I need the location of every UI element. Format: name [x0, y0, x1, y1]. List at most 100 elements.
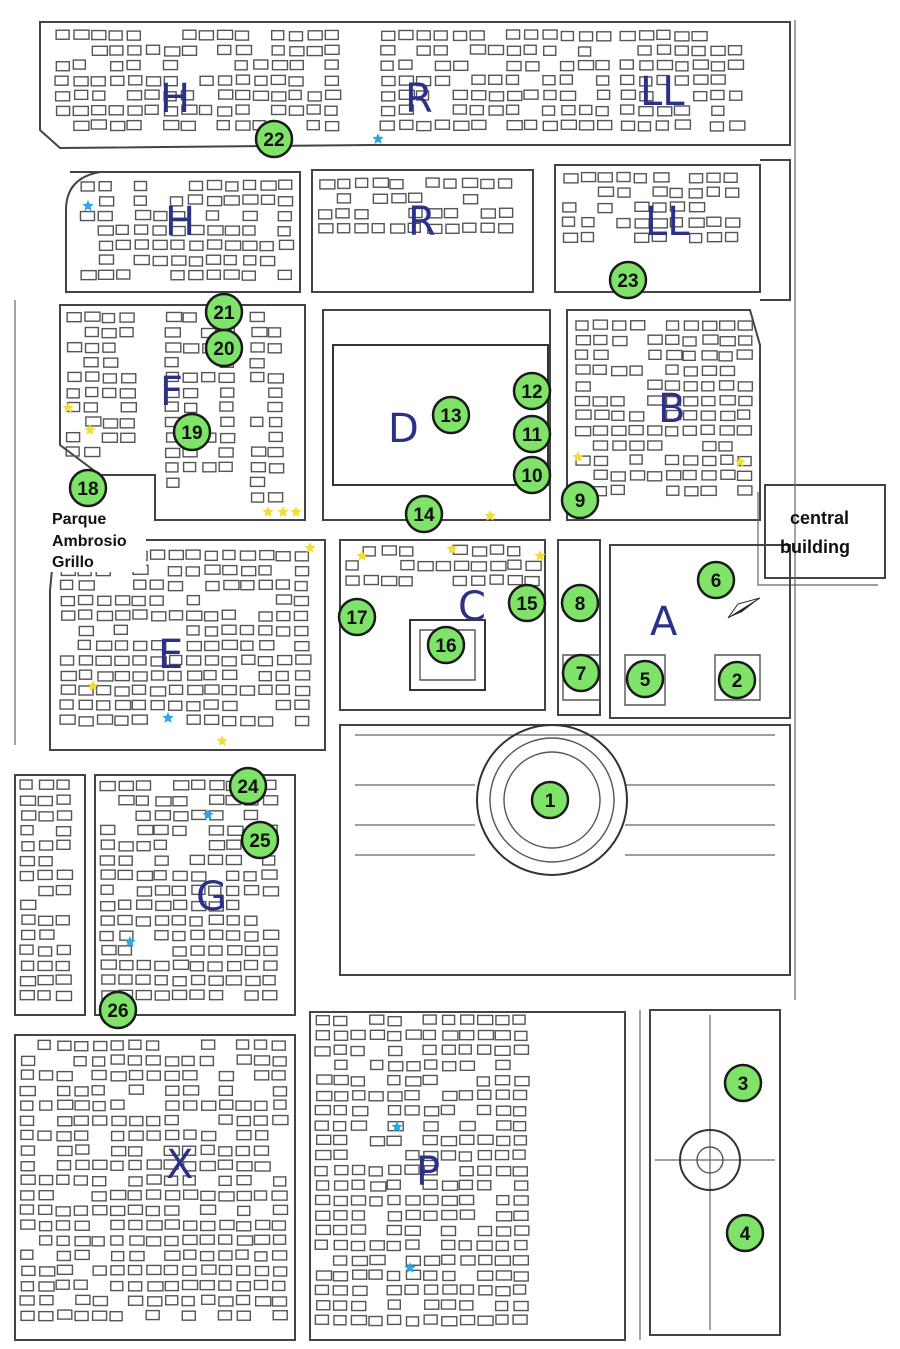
marker[interactable]: 7 — [561, 653, 601, 693]
grave-plot — [692, 59, 710, 70]
marker[interactable]: 14 — [404, 494, 444, 534]
grave-plot — [72, 59, 87, 70]
grave-plot — [166, 477, 180, 488]
grave-plot — [218, 1296, 234, 1307]
grave-plot — [513, 1044, 530, 1055]
grave-plot — [102, 342, 116, 353]
marker[interactable]: 6 — [696, 560, 736, 600]
grave-plot — [97, 225, 114, 236]
grave-plot — [56, 944, 72, 956]
grave-plot — [207, 961, 223, 972]
grave-plot — [226, 915, 240, 926]
north-arrow-icon — [727, 597, 761, 619]
grave-plot — [408, 207, 423, 219]
marker[interactable]: 4 — [725, 1213, 765, 1253]
marker[interactable]: 15 — [507, 583, 547, 623]
grave-plot — [688, 188, 703, 199]
grave-plot — [37, 795, 54, 807]
grave-plot — [73, 76, 89, 87]
marker[interactable]: 3 — [723, 1063, 763, 1103]
grave-plot — [56, 1264, 74, 1276]
grave-plot — [236, 1161, 253, 1172]
grave-plot — [163, 119, 180, 131]
grave-plot — [128, 1039, 142, 1050]
grave-plot — [109, 1205, 126, 1217]
grave-plot — [133, 579, 147, 590]
grave-plot — [369, 1196, 383, 1207]
grave-plot — [443, 207, 459, 219]
grave-plot — [96, 700, 111, 711]
marker[interactable]: 2 — [717, 660, 757, 700]
marker[interactable]: 5 — [625, 659, 665, 699]
grave-plot — [253, 59, 269, 70]
marker[interactable]: 13 — [431, 395, 471, 435]
grave-plot — [441, 1180, 459, 1191]
marker[interactable]: 11 — [512, 414, 552, 454]
star-icon — [124, 936, 136, 947]
grave-plot — [406, 1061, 421, 1072]
grave-plot — [350, 1076, 366, 1087]
marker[interactable]: 24 — [228, 766, 268, 806]
marker[interactable]: 20 — [204, 328, 244, 368]
grave-plot — [186, 594, 201, 606]
grave-plot — [182, 1085, 200, 1096]
marker[interactable]: 16 — [426, 625, 466, 665]
marker[interactable]: 25 — [240, 820, 280, 860]
grave-plot — [400, 559, 415, 571]
marker[interactable]: 9 — [560, 480, 600, 520]
grave-plot — [369, 1240, 385, 1251]
grave-plot — [620, 120, 636, 131]
grave-plot — [665, 395, 682, 407]
grave-plot — [324, 105, 338, 116]
grave-plot — [494, 1045, 511, 1057]
grave-plot — [60, 595, 76, 607]
grave-plot — [236, 1174, 252, 1186]
grave-plot — [333, 1015, 348, 1027]
grave-plot — [294, 551, 310, 562]
marker[interactable]: 23 — [608, 260, 648, 300]
marker[interactable]: 21 — [204, 292, 244, 332]
grave-plot — [693, 74, 709, 85]
grave-plot — [56, 810, 73, 821]
grave-plot — [656, 29, 671, 41]
grave-plot — [629, 365, 643, 376]
grave-plot — [216, 29, 234, 41]
marker[interactable]: 12 — [512, 371, 552, 411]
marker[interactable]: 1 — [530, 780, 570, 820]
grave-plot — [128, 1219, 143, 1231]
grave-plot — [101, 327, 117, 339]
grave-plot — [182, 387, 199, 399]
grave-plot — [422, 1179, 438, 1190]
marker[interactable]: 22 — [254, 119, 294, 159]
marker[interactable]: 8 — [560, 583, 600, 623]
grave-plot — [275, 551, 291, 562]
marker[interactable]: 10 — [512, 455, 552, 495]
grave-plot — [145, 1040, 160, 1051]
marker[interactable]: 26 — [98, 990, 138, 1030]
grave-plot — [227, 945, 243, 956]
marker[interactable]: 19 — [172, 412, 212, 452]
grave-plot — [335, 208, 350, 219]
grave-plot — [254, 1296, 272, 1307]
grave-plot — [205, 254, 222, 265]
marker[interactable]: 18 — [68, 468, 108, 508]
grave-plot — [131, 684, 147, 695]
grave-plot — [99, 855, 116, 866]
grave-plot — [78, 655, 94, 666]
grave-plot — [235, 1221, 252, 1232]
grave-plot — [55, 1220, 71, 1231]
grave-plot — [441, 1254, 456, 1265]
grave-plot — [135, 795, 149, 806]
grave-plot — [271, 1070, 286, 1081]
grave-plot — [597, 186, 615, 197]
marker[interactable]: 17 — [337, 597, 377, 637]
grave-plot — [488, 74, 503, 85]
grave-plot — [98, 240, 114, 252]
grave-plot — [595, 75, 610, 86]
grave-plot — [199, 1234, 215, 1245]
grave-plot — [155, 900, 172, 912]
grave-plot — [20, 1219, 36, 1230]
grave-plot — [244, 990, 259, 1001]
grave-plot — [184, 402, 198, 414]
grave-plot — [258, 565, 272, 576]
